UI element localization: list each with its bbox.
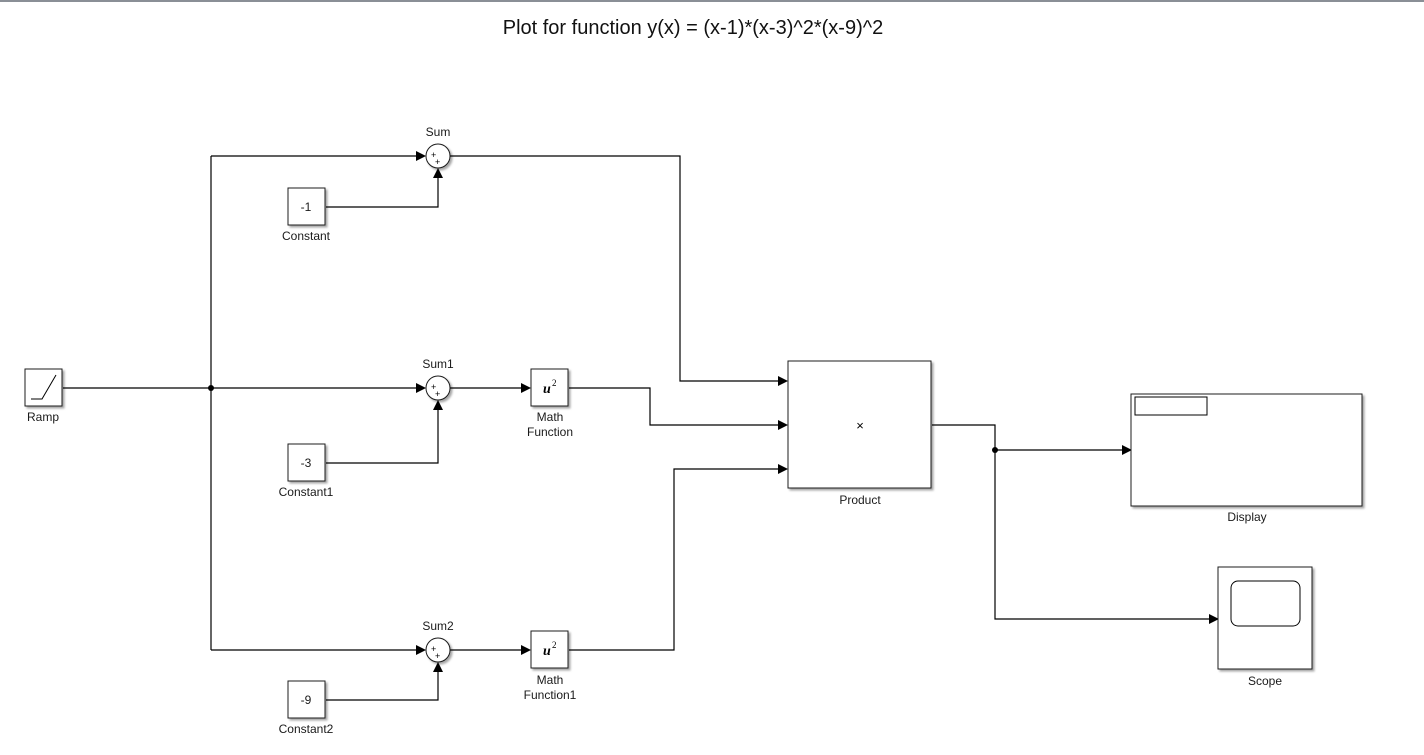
constant-block[interactable]: -1 Constant	[282, 187, 331, 243]
constant-value: -1	[301, 200, 312, 214]
sum-sign-2: +	[435, 157, 440, 167]
arrow-icon	[416, 151, 426, 161]
math-function-label-2: Function	[527, 425, 573, 439]
arrow-icon	[433, 400, 443, 410]
arrow-icon	[433, 168, 443, 178]
math-function1-label-1: Math	[537, 673, 564, 687]
math-expr-base: u	[543, 382, 551, 397]
constant1-label: Constant1	[279, 485, 334, 499]
sum2-block[interactable]: Sum2 + +	[422, 619, 454, 663]
top-border	[0, 0, 1424, 2]
branch-point	[992, 447, 998, 453]
product-block[interactable]: × Product	[787, 360, 932, 507]
arrow-icon	[521, 383, 531, 393]
arrow-icon	[778, 464, 788, 474]
product-label: Product	[839, 493, 881, 507]
ramp-icon	[31, 374, 57, 400]
signal-lines	[63, 151, 1219, 701]
wire-constant1-to-sum1[interactable]	[326, 410, 439, 464]
arrow-icon	[433, 662, 443, 672]
display-value-field	[1134, 396, 1208, 416]
sum1-sign-1: +	[431, 382, 436, 392]
wire-product-to-scope[interactable]	[994, 450, 1211, 620]
ramp-label: Ramp	[27, 410, 59, 424]
branch-point	[208, 385, 214, 391]
scope-label: Scope	[1248, 674, 1282, 688]
arrow-icon	[416, 645, 426, 655]
sum-label: Sum	[426, 125, 451, 139]
math1-expr-exp: 2	[552, 640, 557, 650]
sum1-sign-2: +	[435, 389, 440, 399]
math-function-label-1: Math	[537, 410, 564, 424]
ramp-block[interactable]: Ramp	[24, 368, 63, 424]
sum1-block[interactable]: Sum1 + +	[422, 357, 454, 401]
display-block[interactable]: Display	[1130, 393, 1363, 524]
math-function1-block[interactable]: u 2 Math Function1	[524, 630, 577, 702]
arrow-icon	[521, 645, 531, 655]
arrow-icon	[778, 420, 788, 430]
arrow-icon	[778, 376, 788, 386]
math-function1-label-2: Function1	[524, 688, 577, 702]
display-label: Display	[1227, 510, 1266, 524]
constant1-block[interactable]: -3 Constant1	[279, 443, 334, 499]
scope-screen-icon	[1230, 580, 1301, 627]
constant1-value: -3	[301, 456, 312, 470]
wire-product-to-display[interactable]	[932, 424, 1124, 451]
math-function-block[interactable]: u 2 Math Function	[527, 368, 573, 439]
wire-math-to-product[interactable]	[569, 387, 781, 426]
math-expr-exp: 2	[552, 378, 557, 388]
wire-constant2-to-sum2[interactable]	[326, 672, 439, 701]
wire-sum-to-product[interactable]	[450, 155, 781, 382]
arrow-icon	[1122, 445, 1132, 455]
constant-label: Constant	[282, 229, 331, 243]
sum1-label: Sum1	[422, 357, 454, 371]
arrow-icon	[416, 383, 426, 393]
constant2-label: Constant2	[279, 722, 334, 736]
wire-constant-to-sum[interactable]	[326, 178, 439, 208]
page-title: Plot for function y(x) = (x-1)*(x-3)^2*(…	[502, 17, 884, 39]
math1-expr-base: u	[543, 644, 551, 659]
scope-block[interactable]: Scope	[1217, 566, 1313, 688]
sum2-sign-1: +	[431, 644, 436, 654]
wire-math1-to-product[interactable]	[569, 468, 781, 651]
constant2-block[interactable]: -9 Constant2	[279, 680, 334, 736]
sum2-label: Sum2	[422, 619, 454, 633]
product-symbol: ×	[856, 418, 864, 433]
sum-sign-1: +	[431, 150, 436, 160]
arrow-icon	[1209, 614, 1219, 624]
sum2-sign-2: +	[435, 651, 440, 661]
constant2-value: -9	[301, 693, 312, 707]
sum-block[interactable]: Sum + +	[425, 125, 451, 169]
